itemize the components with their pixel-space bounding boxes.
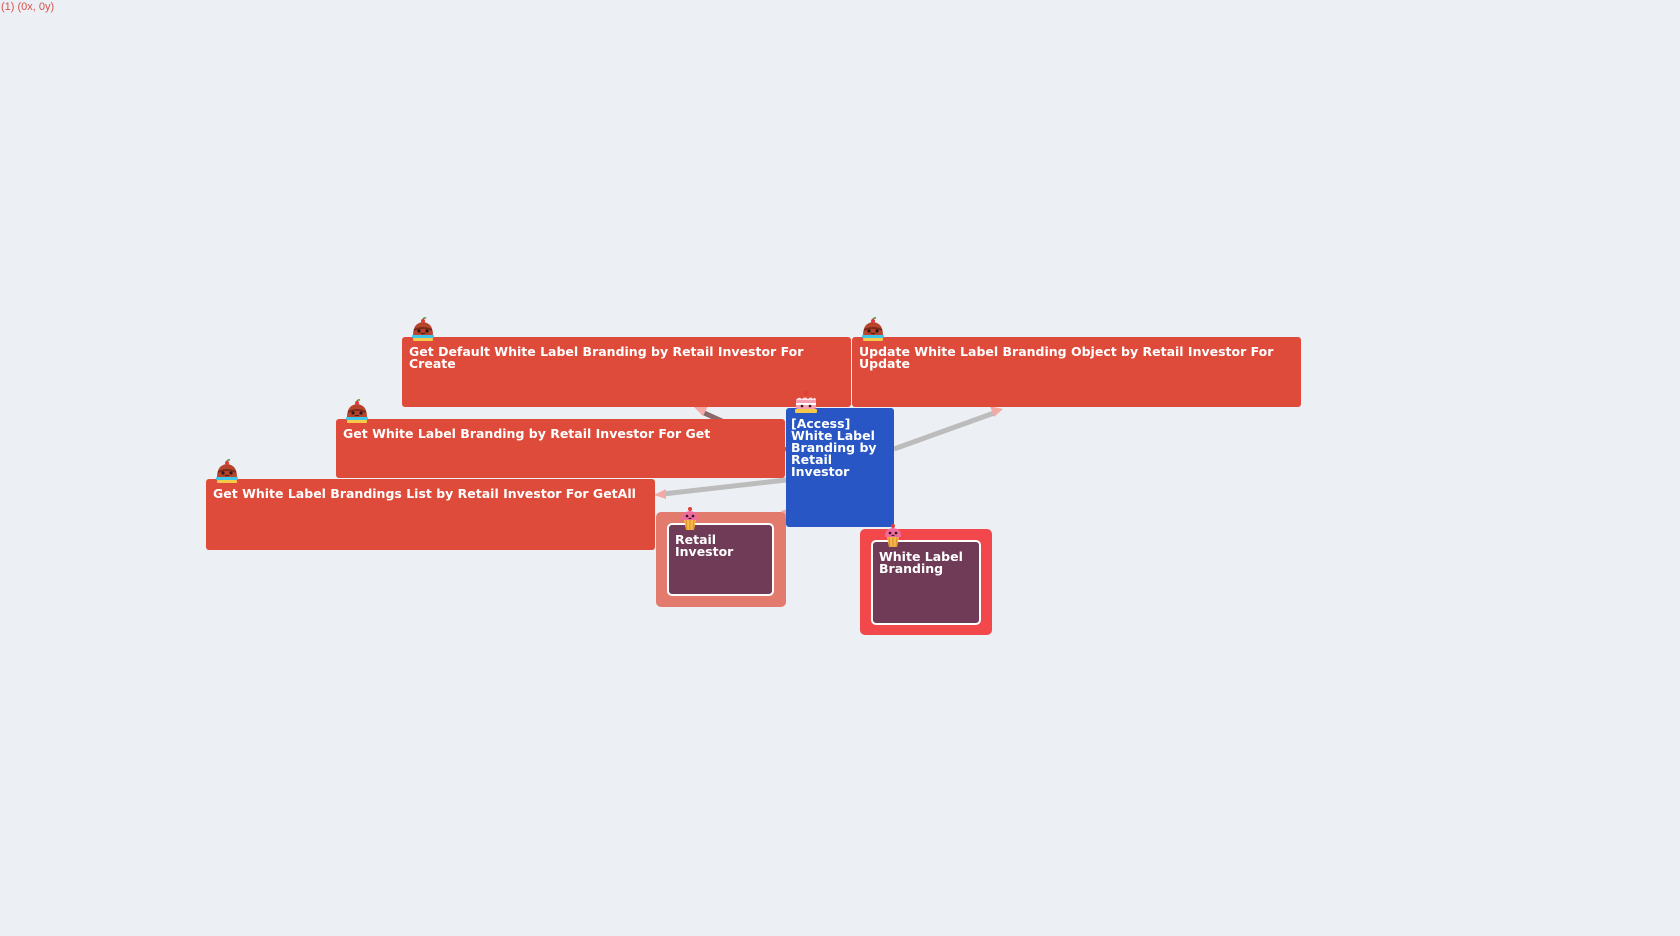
operation-node-label: Get White Label Brandings List by Retail…	[213, 486, 636, 501]
operation-node-get-default-for-create[interactable]: Get Default White Label Branding by Reta…	[402, 337, 851, 407]
operation-node-label: Get Default White Label Branding by Reta…	[409, 344, 804, 371]
edge-access-to-update-arrowhead	[990, 406, 1003, 417]
operation-node-get-list-for-getall[interactable]: Get White Label Brandings List by Retail…	[206, 479, 655, 550]
edge-access-to-getall-arrowhead	[654, 489, 666, 499]
entity-node-label: Retail Investor	[675, 532, 734, 559]
entity-node-label: White Label Branding	[879, 549, 963, 576]
operation-node-label: Update White Label Branding Object by Re…	[859, 344, 1274, 371]
coordinate-readout: (1) (0x, 0y)	[1, 1, 55, 13]
entity-node-retail-investor[interactable]: Retail Investor	[667, 523, 774, 596]
entity-frame-retail-investor[interactable]: Retail Investor	[656, 512, 786, 607]
cake-slice-icon	[408, 314, 438, 344]
cake-slice-icon	[212, 456, 242, 486]
operation-node-get-for-get[interactable]: Get White Label Branding by Retail Inves…	[336, 419, 785, 478]
edge-access-to-create-arrowhead	[694, 406, 708, 416]
cupcake-icon	[878, 519, 908, 549]
operation-node-label: Get White Label Branding by Retail Inves…	[343, 426, 711, 441]
edge-access-to-getall	[662, 477, 787, 497]
access-node-label: [Access] White Label Branding by Retail …	[791, 416, 877, 479]
edge-access-to-update	[893, 410, 995, 452]
layer-cake-icon	[791, 387, 821, 417]
entity-frame-white-label-branding[interactable]: White Label Branding	[860, 529, 992, 635]
cupcake-icon	[675, 502, 705, 532]
cake-slice-icon	[858, 314, 888, 344]
entity-node-white-label-branding[interactable]: White Label Branding	[871, 540, 981, 625]
operation-node-update-for-update[interactable]: Update White Label Branding Object by Re…	[852, 337, 1301, 407]
cake-slice-icon	[342, 396, 372, 426]
access-node-white-label-branding[interactable]: [Access] White Label Branding by Retail …	[786, 408, 894, 527]
